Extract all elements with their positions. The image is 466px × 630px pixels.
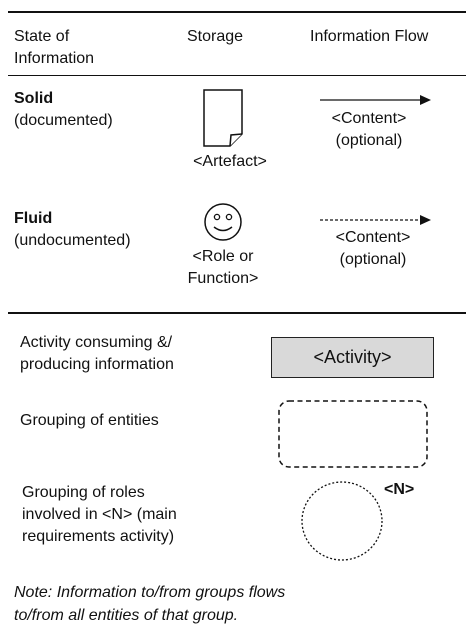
header-storage: Storage [187, 28, 244, 45]
fluid-title: Fluid [14, 210, 53, 227]
activity-box: <Activity> [271, 337, 434, 378]
activity-description-line1: Activity consuming &/ [20, 334, 173, 351]
note-line1: Note: Information to/from groups flows [14, 584, 286, 601]
solid-storage-label: <Artefact> [193, 153, 267, 170]
fluid-storage-label-line2: Function> [187, 270, 259, 287]
header-state-line1: State of [14, 28, 70, 45]
smiley-face-icon [204, 203, 242, 241]
fluid-flow-label: <Content> [335, 229, 411, 246]
roles-description-line2: involved in <N> (main [22, 506, 177, 523]
solid-flow-optional: (optional) [335, 132, 403, 149]
entity-group-box [278, 400, 428, 468]
solid-flow-arrow [320, 95, 431, 105]
roles-group-label: <N> [384, 481, 415, 498]
note-line2: to/from all entities of that group. [14, 607, 239, 624]
fluid-flow-arrow [320, 215, 431, 225]
header-rule [8, 75, 466, 76]
fluid-storage-label-line1: <Role or [192, 248, 254, 265]
roles-description-line3: requirements activity) [22, 528, 175, 545]
fluid-subtitle: (undocumented) [14, 232, 131, 249]
section-rule [8, 312, 466, 314]
header-state-line2: Information [14, 50, 95, 67]
activity-description-line2: producing information [20, 356, 174, 373]
document-icon [203, 89, 243, 147]
grouping-entities-description: Grouping of entities [20, 412, 159, 429]
solid-title: Solid [14, 90, 54, 107]
top-rule [8, 11, 466, 13]
roles-group-circle [301, 481, 383, 561]
header-information-flow: Information Flow [310, 28, 429, 45]
roles-description-line1: Grouping of roles [22, 484, 145, 501]
solid-flow-label: <Content> [331, 110, 407, 127]
solid-subtitle: (documented) [14, 112, 113, 129]
fluid-flow-optional: (optional) [339, 251, 407, 268]
